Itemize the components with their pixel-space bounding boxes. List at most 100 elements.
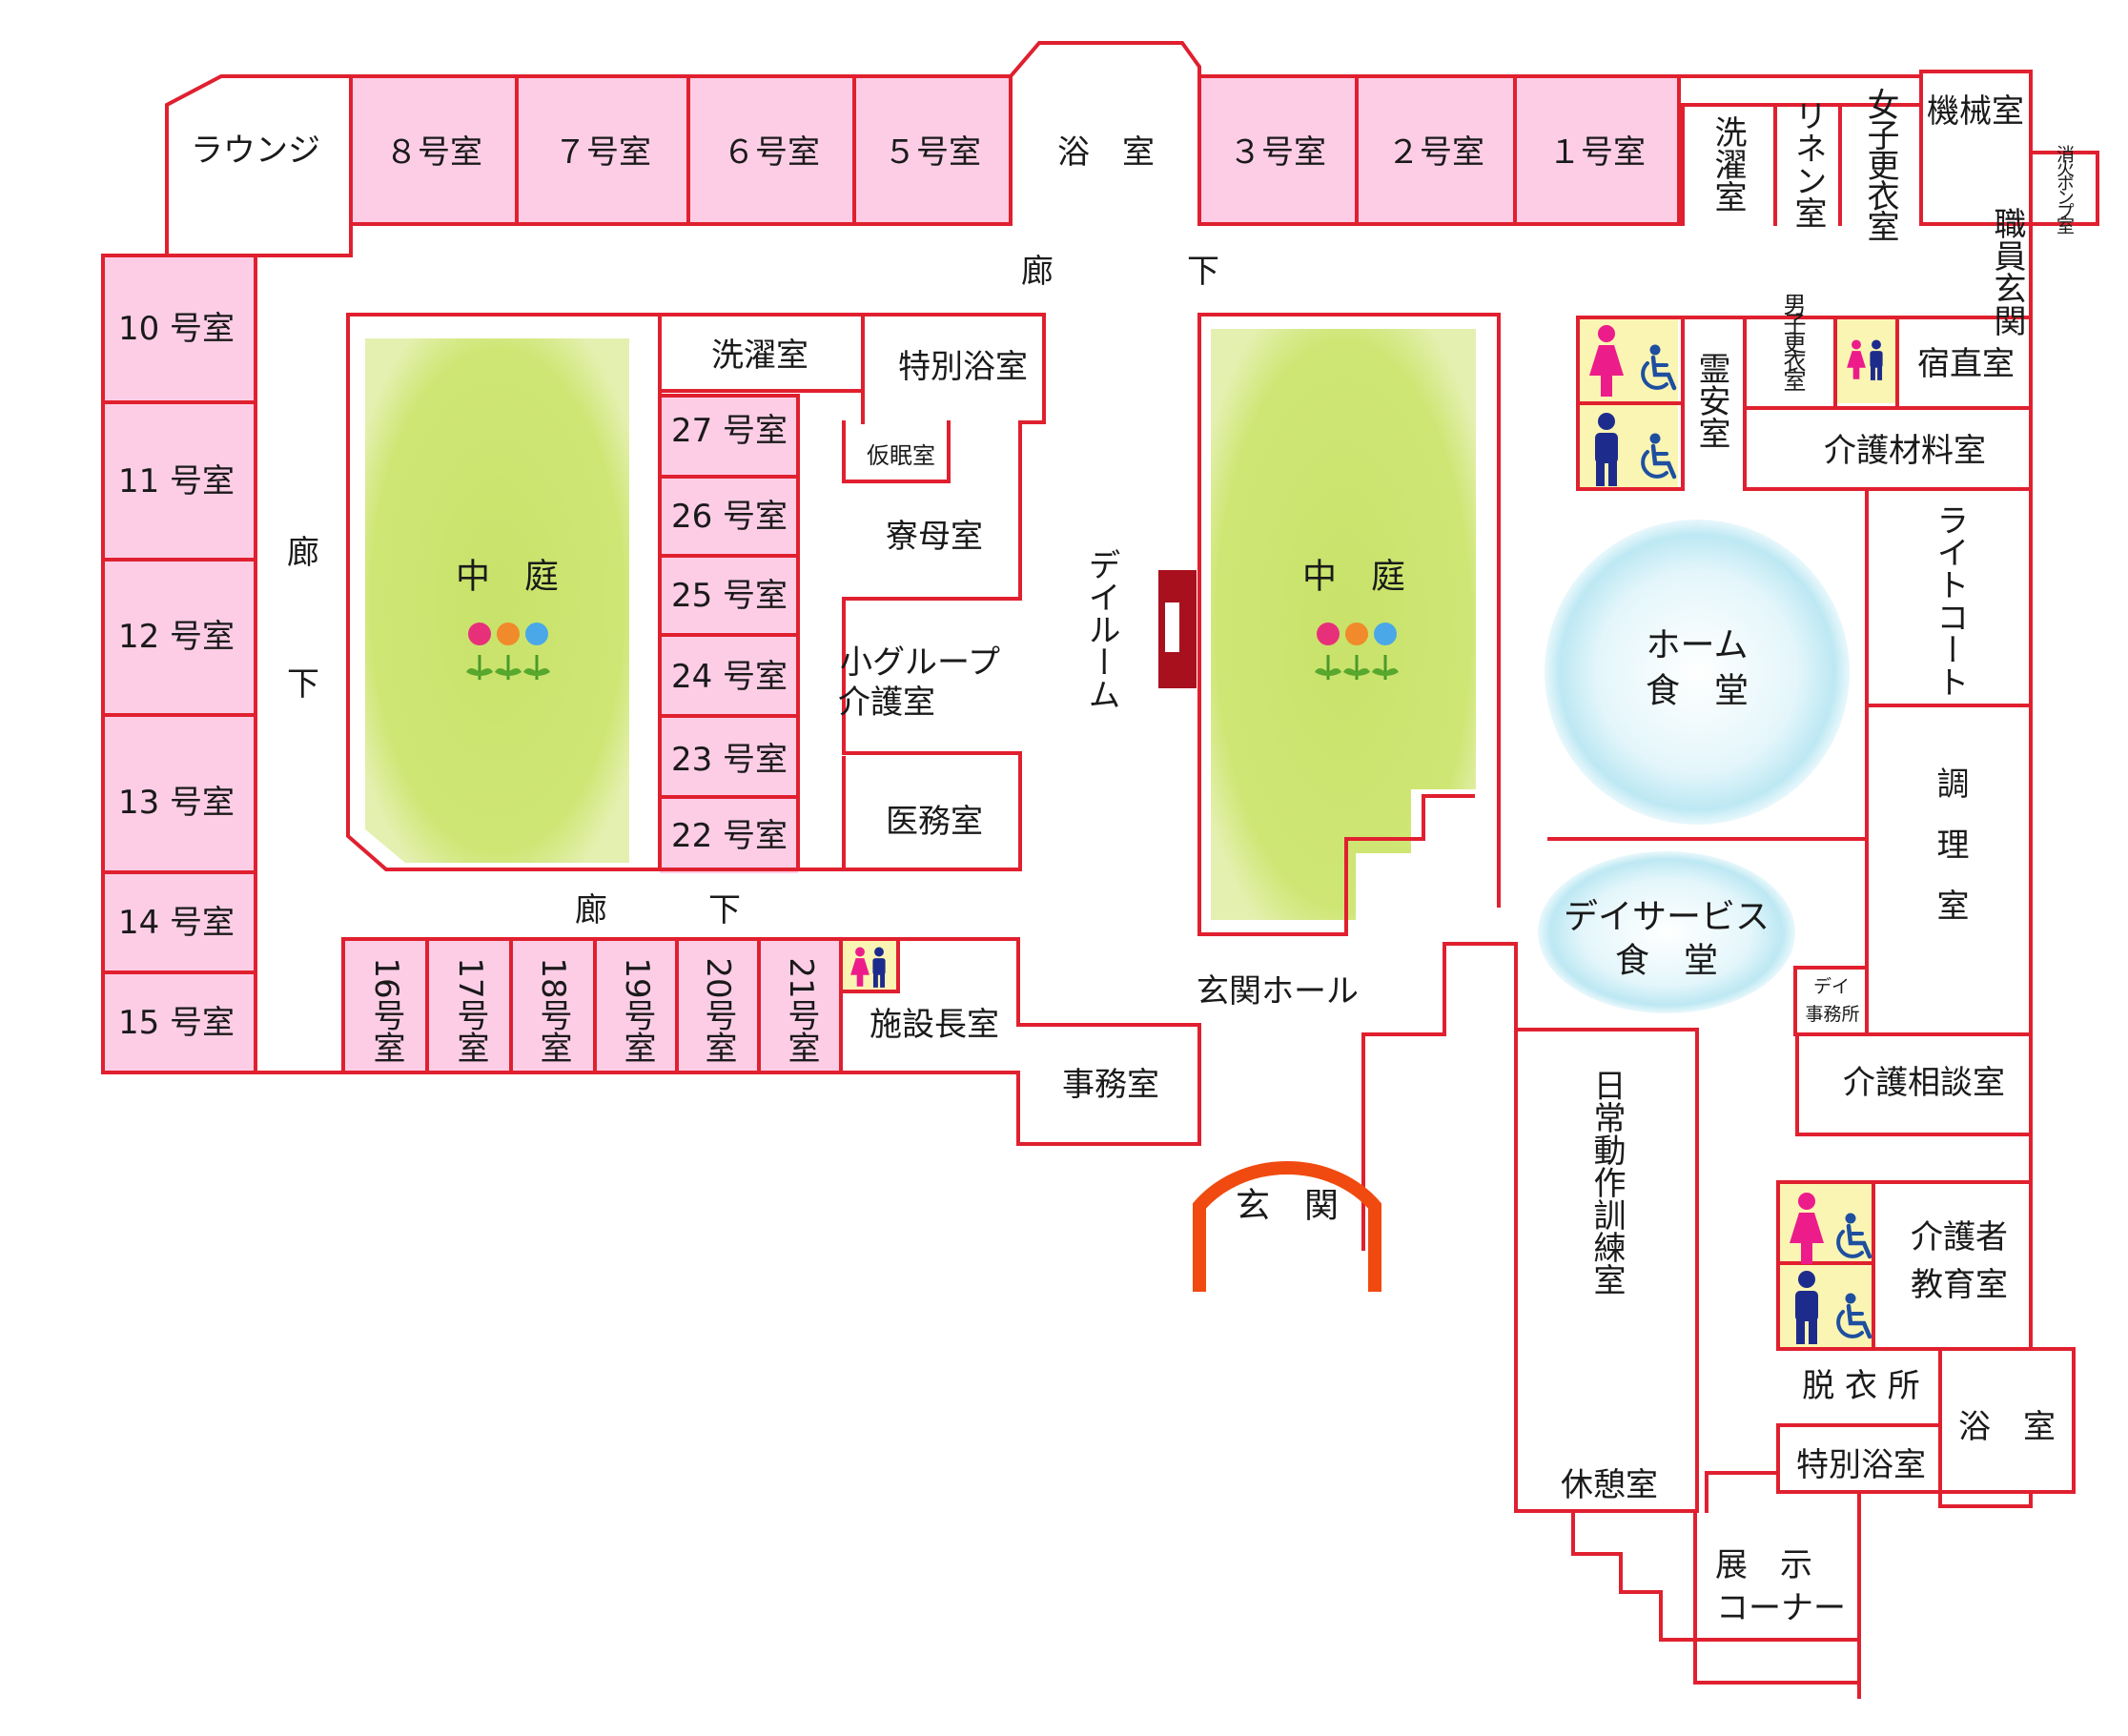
room-label-nap_room: 仮眠室 [867,442,935,469]
room-label-director: 施設長室 [870,1006,999,1044]
room-label-r6: ６号室 [723,133,820,172]
room-label-caregiver_edu_1: 介護者 [1911,1218,2008,1256]
room-label-special_bath_mid: 特別浴室 [898,348,1028,386]
resident-room-fill [1357,76,1515,224]
room-label-small_group_1: 小グループ [840,643,1000,682]
courtyard-fill [1211,329,1476,920]
resident-room-fill [511,939,595,1072]
room-label-corridor_left_1: 廊 [287,534,319,572]
room-label-exhibit_1: 展 示 [1715,1546,1812,1584]
wall [101,254,345,1074]
room-label-morgue: 霊安室 [1692,352,1730,449]
toilet-fill [841,939,898,991]
room-label-entrance: 玄 関 [1236,1187,1339,1226]
room-label-day_office: デイ [1813,976,1850,997]
room-label-r2: ２号室 [1387,133,1484,172]
wall [1938,1347,2033,1508]
wall [1705,1423,1780,1513]
room-label-laundry_mid: 洗濯室 [711,337,808,375]
wall [2029,151,2099,226]
room-label-corridor_bottom_2: 下 [708,891,741,929]
room-label-adl_training: 日常動作訓練室 [1587,1069,1626,1296]
room-label-laundry_top: 洗濯室 [1709,115,1747,213]
room-label-special_bath_right: 特別浴室 [1796,1446,1926,1484]
room-label-entrance_hall: 玄関ホール [1197,972,1359,1011]
room-label-office: 事務室 [1062,1066,1159,1104]
resident-room-fill [353,76,517,224]
resident-room-fill [660,556,798,635]
flower-icon [464,623,552,682]
wall [1571,1509,1697,1642]
room-label-exhibit_2: コーナー [1716,1589,1846,1627]
room-label-day_dining_1: デイサービス [1564,898,1770,937]
resident-room-fill [660,477,798,556]
home-dining-area [1545,520,1850,825]
resident-room-fill [759,939,841,1072]
room-label-r18: 18号室 [534,957,572,1063]
room-label-light_court: ライトコート [1931,503,1969,698]
room-label-r11: 11 号室 [118,462,235,500]
resident-room-fill [103,872,256,972]
day-dining-area [1538,851,1795,1013]
wall [842,420,951,483]
room-label-courtyard: 中 庭 [1302,558,1405,597]
room-label-fire_pump: 消火ポンプ室 [2054,145,2075,234]
toilet-fill [1578,317,1678,403]
room-label-small_group_2: 介護室 [838,684,935,722]
toilet-fill [1778,1182,1873,1263]
room-label-care_material: 介護材料室 [1824,432,1986,470]
wall [346,313,1046,871]
room-label-lounge: ラウンジ [191,132,320,170]
room-label-r13: 13 号室 [118,784,235,822]
room-label-r27: 27 号室 [671,412,788,450]
wall [1197,313,1501,936]
room-label-r24: 24 号室 [671,658,788,696]
resident-room-fill [517,76,688,224]
room-label-r12: 12 号室 [118,618,235,656]
dayroom-marker [1158,570,1197,688]
room-label-home_dining_2: 食 堂 [1646,672,1749,711]
room-label-r10: 10 号室 [118,310,235,348]
resident-room-fill [103,715,256,872]
toilet-fill [1778,1263,1873,1347]
resident-room-fill [1515,76,1679,224]
room-label-r20: 20号室 [699,957,737,1063]
room-label-r8: ８号室 [385,133,482,172]
room-label-male_change: 男子更衣室 [1779,293,1806,391]
room-label-corridor_top_2: 下 [1187,253,1219,291]
room-label-bath_right: 浴 室 [1958,1408,2056,1446]
resident-room-fill [595,939,677,1072]
room-label-staff_entrance: 職員玄関 [1988,207,2026,337]
wall [165,41,2033,257]
room-label-r23: 23 号室 [671,741,788,779]
resident-room-fill [688,76,854,224]
resident-room-fill [677,939,759,1072]
wall [1361,942,1699,1513]
resident-room-fill [103,402,256,560]
room-label-r1: １号室 [1548,133,1646,172]
entrance-canopy [1193,1161,1381,1292]
room-label-day_dining_2: 食 堂 [1615,942,1718,981]
room-label-r21: 21号室 [782,957,820,1063]
resident-room-fill [854,76,1011,224]
room-label-home_dining_1: ホーム [1647,626,1749,665]
room-label-night_duty: 宿直室 [1917,345,2015,383]
resident-room-fill [343,939,427,1072]
wall [1016,1023,1201,1146]
room-label-r19: 19号室 [618,957,656,1063]
resident-room-fill [660,797,798,873]
room-label-r17: 17号室 [451,957,489,1063]
room-label-dressing: 脱 衣 所 [1802,1367,1920,1405]
room-label-r15: 15 号室 [118,1004,235,1042]
wall [341,937,1020,1027]
room-label-female_change: 女子更衣室 [1861,88,1899,240]
resident-room-fill [103,972,256,1072]
room-label-caregiver_edu_2: 教育室 [1911,1266,2008,1304]
room-label-courtyard: 中 庭 [456,558,559,597]
room-label-r22: 22 号室 [671,817,788,855]
resident-room-fill [660,635,798,716]
room-label-corridor_bottom_1: 廊 [575,891,607,929]
room-label-linen: リネン室 [1789,99,1827,229]
wall [839,937,900,993]
